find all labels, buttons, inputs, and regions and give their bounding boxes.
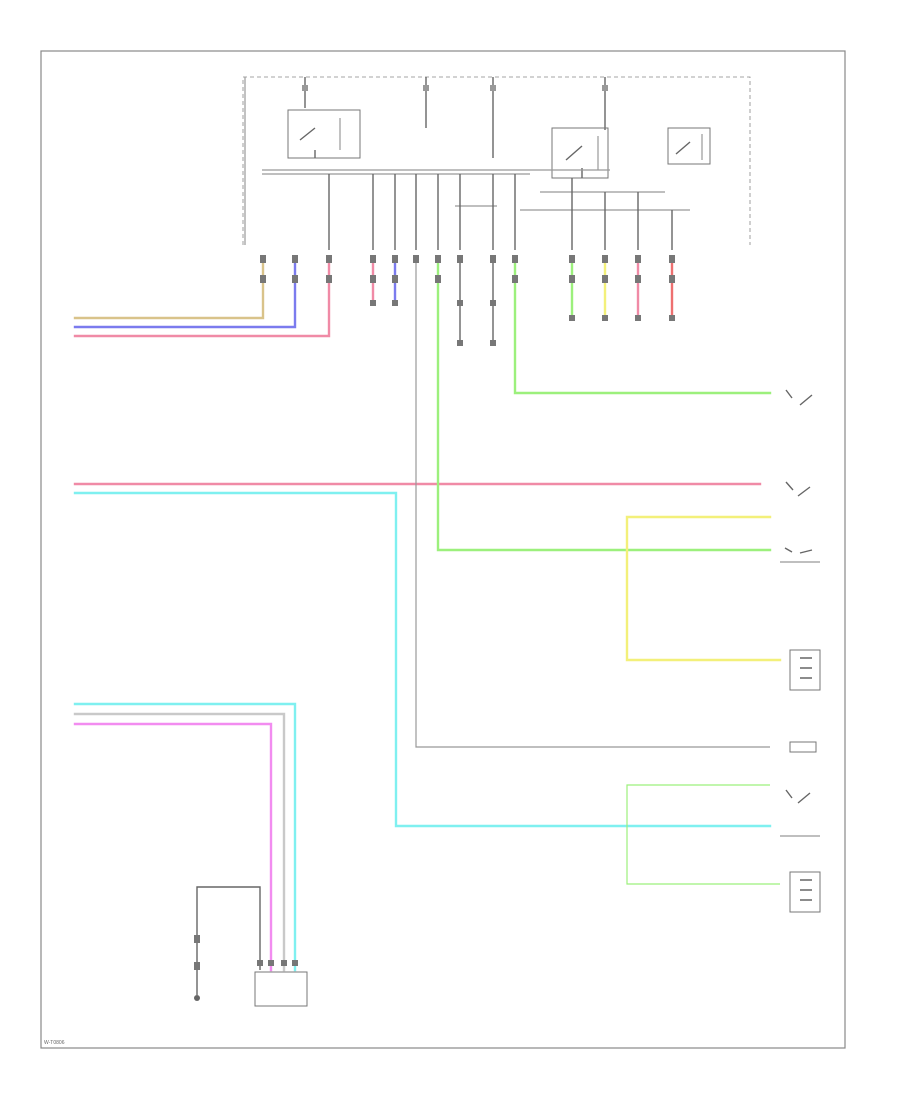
wire-gray-thin <box>415 260 770 748</box>
connector-icon <box>789 741 817 753</box>
control-module <box>254 960 308 1007</box>
diagram-frame <box>40 50 846 1049</box>
wire-green-2 <box>436 258 772 552</box>
fuse-relay-box-outline <box>242 76 751 245</box>
relay-switch-icon <box>565 136 599 178</box>
connector-icon <box>789 871 821 913</box>
relay-switch-icon <box>780 547 820 563</box>
figure-code: W-T0806 <box>44 1040 65 1046</box>
wire-magenta-bottom <box>73 722 273 972</box>
fuse-feeds <box>302 77 608 158</box>
relay-switch-icon <box>299 118 341 158</box>
switch-icon <box>785 481 811 497</box>
wire-pink-top <box>73 258 331 338</box>
connector-icon <box>789 649 821 691</box>
connectors <box>260 255 675 346</box>
wire-gray-bottom <box>73 712 286 972</box>
relay-3 <box>667 127 711 165</box>
switch-icon <box>785 789 811 804</box>
internal-stubs <box>328 174 673 250</box>
relay-switch-icon <box>675 134 703 160</box>
wire-yellow-loop <box>625 515 782 662</box>
relay-1 <box>287 109 361 159</box>
bus-bar <box>262 169 690 211</box>
wire-black-ground <box>196 886 261 995</box>
switch-icon <box>785 389 813 406</box>
wire-tan <box>73 258 265 320</box>
ground-icon <box>194 935 200 1001</box>
wire-cyan-bottom <box>73 702 297 972</box>
wire-green-loop <box>626 784 780 885</box>
wire-green-1 <box>513 258 772 395</box>
wire-cyan-long <box>73 491 772 828</box>
wires <box>73 258 782 995</box>
